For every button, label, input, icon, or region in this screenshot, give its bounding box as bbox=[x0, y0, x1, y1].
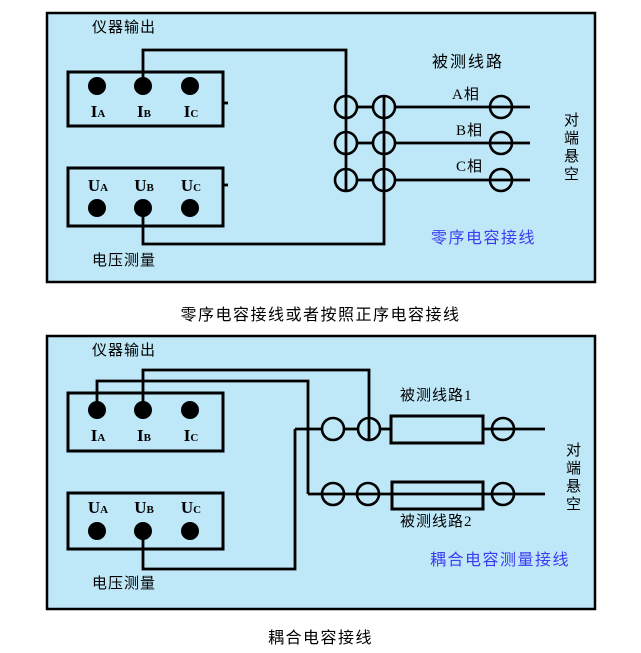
wire-ub-to-line1 bbox=[141, 429, 297, 571]
tested-line2-box bbox=[390, 480, 485, 511]
phase-a-label: A相 bbox=[452, 87, 480, 103]
far-end-floating-label: 对端悬空 bbox=[562, 112, 578, 184]
instrument-output-label: 仪器输出 bbox=[92, 20, 157, 36]
voltage-terminal-box bbox=[66, 166, 225, 228]
terminal-dot-ic bbox=[181, 401, 199, 419]
tested-line1-label: 被测线路1 bbox=[400, 388, 473, 404]
terminal-label-ub: UB bbox=[134, 176, 154, 195]
current-terminal-box bbox=[66, 391, 225, 453]
wire-ib-to-line1 bbox=[141, 368, 371, 440]
phase-b-label: B相 bbox=[456, 123, 484, 139]
terminal-label-ia: IA bbox=[90, 102, 106, 121]
terminal-dot-ia bbox=[88, 77, 106, 95]
current-terminal-box bbox=[66, 70, 225, 128]
terminal-label-uc: UC bbox=[180, 176, 202, 195]
terminal-label-ib: IB bbox=[137, 102, 151, 121]
zero-sequence-diagram bbox=[45, 11, 597, 284]
wire-ub-to-right-bus bbox=[141, 96, 386, 246]
phase-c-label: C相 bbox=[456, 159, 484, 175]
terminal-label-uc: UC bbox=[180, 498, 202, 517]
diagram2-caption: 耦合电容接线 bbox=[267, 630, 373, 647]
terminal-label-ic: IC bbox=[183, 426, 199, 445]
voltage-measure-label: 电压测量 bbox=[92, 253, 157, 269]
far-end-floating-label: 对端悬空 bbox=[564, 442, 580, 514]
terminal-dot-uc bbox=[181, 522, 199, 540]
terminal-label-ib: IB bbox=[137, 426, 151, 445]
terminal-dot-ic bbox=[181, 77, 199, 95]
tested-line1-box bbox=[389, 414, 485, 445]
terminal-label-ua: UA bbox=[87, 176, 109, 195]
tested-line-label: 被测线路 bbox=[432, 54, 505, 71]
voltage-measure-label: 电压测量 bbox=[92, 576, 157, 592]
wiring-type-label: 零序电容接线 bbox=[431, 230, 537, 247]
clamp-icon bbox=[320, 416, 346, 442]
instrument-output-label: 仪器输出 bbox=[92, 343, 157, 359]
terminal-label-ub: UB bbox=[134, 498, 154, 517]
terminal-dot-uc bbox=[181, 199, 199, 217]
wire-ib-to-left-bus bbox=[141, 48, 348, 191]
wiring-type-label: 耦合电容测量接线 bbox=[430, 552, 571, 569]
terminal-label-ua: UA bbox=[87, 498, 109, 517]
wire-ia-to-line2 bbox=[95, 379, 310, 494]
terminal-dot-ua bbox=[88, 522, 106, 540]
terminal-label-ia: IA bbox=[90, 426, 106, 445]
diagram1-caption: 零序电容接线或者按照正序电容接线 bbox=[180, 307, 461, 324]
tested-line2-label: 被测线路2 bbox=[400, 514, 473, 530]
terminal-dot-ua bbox=[88, 199, 106, 217]
voltage-terminal-box bbox=[66, 491, 225, 551]
coupling-diagram bbox=[45, 334, 597, 611]
terminal-label-ic: IC bbox=[183, 102, 199, 121]
